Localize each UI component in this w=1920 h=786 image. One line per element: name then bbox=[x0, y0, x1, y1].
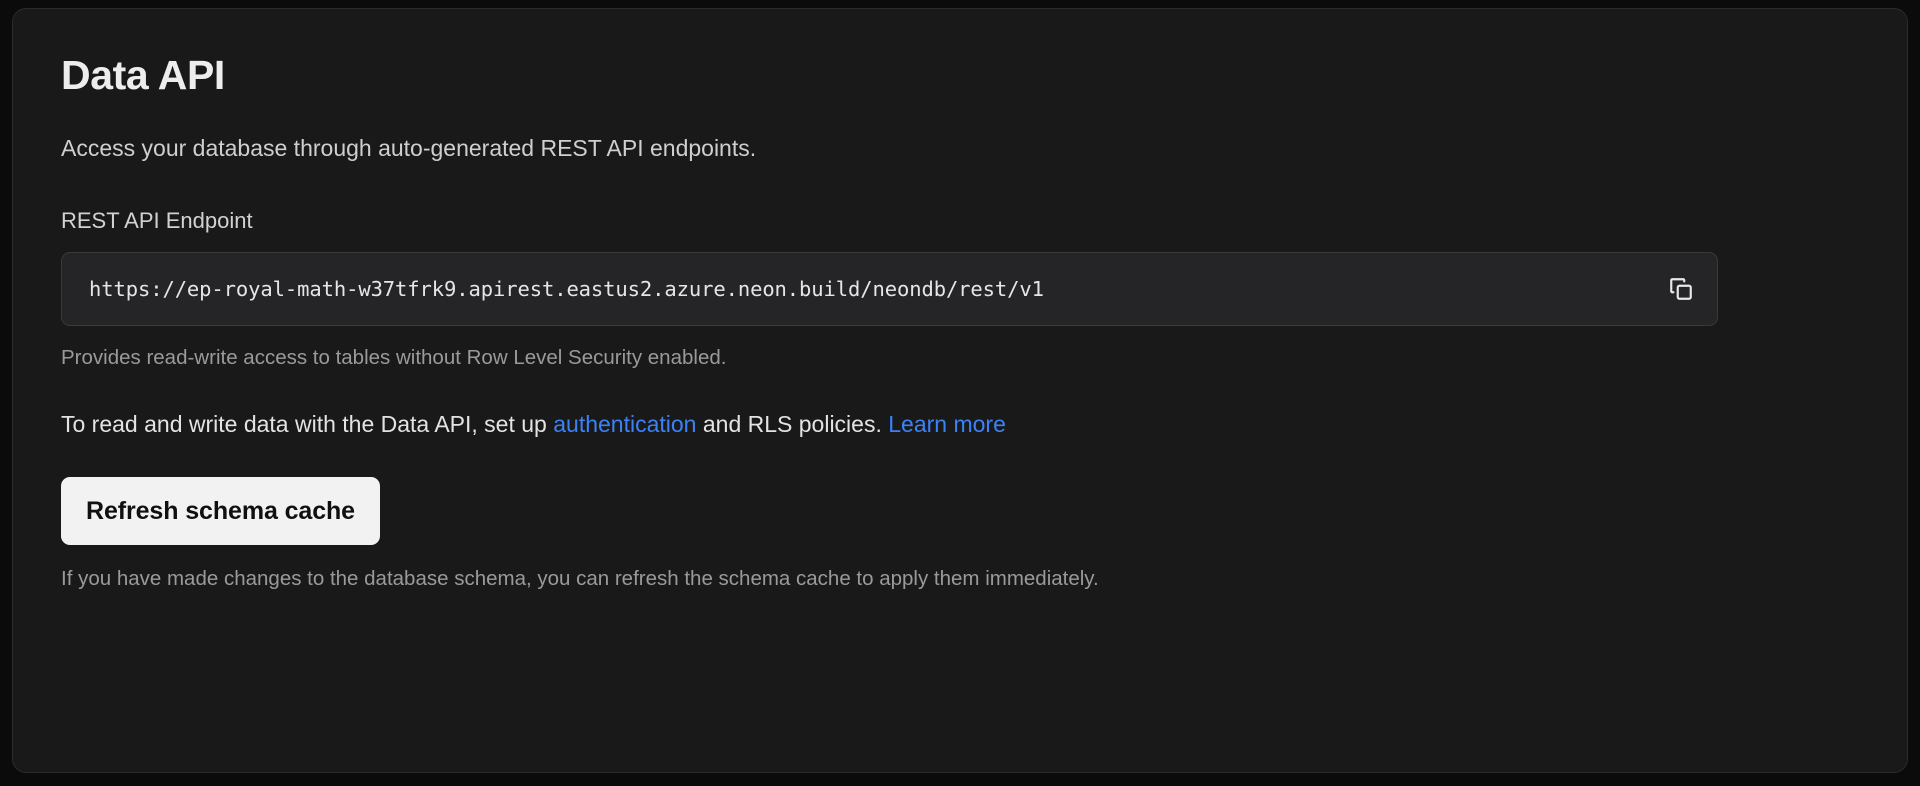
copy-endpoint-button[interactable] bbox=[1649, 253, 1713, 325]
card-description: Access your database through auto-genera… bbox=[61, 135, 757, 162]
rls-instruction-line: To read and write data with the Data API… bbox=[61, 371, 1859, 440]
authentication-link[interactable]: authentication bbox=[553, 411, 697, 438]
rest-api-endpoint-field[interactable]: https://ep-royal-math-w37tfrk9.apirest.e… bbox=[61, 251, 1718, 326]
data-api-card: Data API Access your database through au… bbox=[12, 8, 1908, 773]
rest-api-endpoint-label: REST API Endpoint bbox=[61, 208, 253, 234]
learn-more-link[interactable]: Learn more bbox=[888, 411, 1006, 438]
rls-text-middle: and RLS policies. bbox=[696, 411, 889, 438]
rest-api-endpoint-value[interactable]: https://ep-royal-math-w37tfrk9.apirest.e… bbox=[89, 276, 1044, 301]
refresh-schema-footnote: If you have made changes to the database… bbox=[61, 567, 1099, 591]
refresh-schema-cache-button[interactable]: Refresh schema cache bbox=[61, 477, 380, 546]
copy-icon bbox=[1668, 276, 1694, 302]
rls-text-before: To read and write data with the Data API… bbox=[61, 411, 554, 438]
page-title: Data API bbox=[61, 52, 225, 98]
endpoint-helper-text: Provides read-write access to tables wit… bbox=[61, 345, 727, 369]
